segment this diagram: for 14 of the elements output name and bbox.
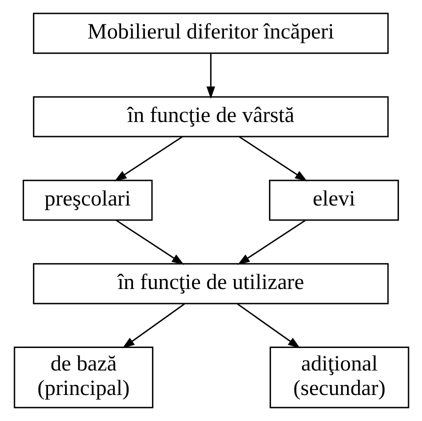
arrow — [238, 136, 307, 182]
arrow — [236, 303, 300, 348]
node-box: de bază (principal) — [13, 346, 153, 408]
arrow — [206, 53, 215, 99]
node-box: preşcolari — [22, 180, 152, 221]
node-box: elevi — [268, 180, 398, 221]
node-box: în funcţie de vârstă — [32, 96, 388, 138]
arrow — [114, 136, 182, 182]
arrow — [122, 303, 184, 348]
node-box: în funcţie de utilizare — [32, 263, 388, 304]
arrow — [115, 220, 184, 265]
node-box: Mobilierul diferitor încăperi — [32, 12, 388, 54]
arrow — [236, 220, 306, 265]
node-box: adiţional (secundar) — [269, 346, 409, 408]
